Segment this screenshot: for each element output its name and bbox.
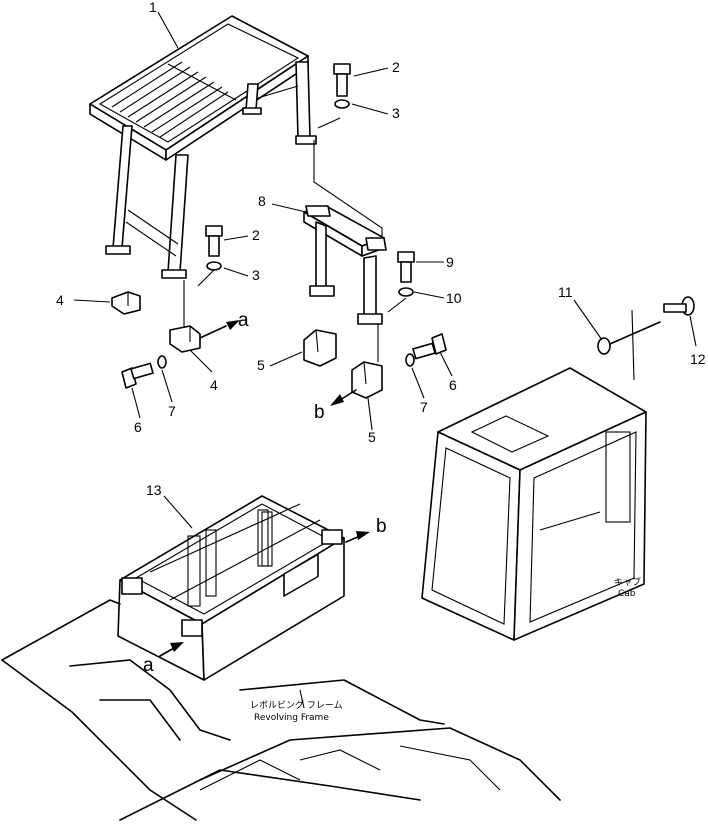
callout-8: 8: [258, 193, 266, 209]
callout-9: 9: [446, 254, 454, 270]
marker-b-lower: b: [376, 516, 387, 537]
cab-label-en: Cab: [618, 589, 636, 599]
bolt-part-2-lower: [205, 225, 223, 257]
washer-part-3-lower: [206, 261, 222, 271]
bracket-part-5-center: [351, 361, 383, 399]
revolving-frame: [1, 599, 561, 821]
callout-3-lower: 3: [252, 267, 260, 283]
bolt-part-6-right: [412, 333, 447, 360]
callout-numbers: 1 2 3 2 3 4 4 5 5 6 6 7 7 8 9 10 11 12 1…: [56, 0, 706, 498]
callout-2-lower: 2: [252, 227, 260, 243]
marker-a-upper: a: [238, 310, 249, 331]
bracket-part-4-left: [111, 291, 141, 315]
callout-6-right: 6: [449, 377, 457, 393]
cab-label-jp: キャブ: [614, 576, 641, 588]
callout-6-left: 6: [134, 419, 142, 435]
marker-a-lower: a: [143, 655, 154, 676]
callout-4-left: 4: [56, 292, 64, 308]
step-platform-part-1: [89, 15, 317, 279]
connection-markers: a b b a: [143, 310, 387, 676]
callout-13: 13: [146, 482, 162, 498]
cab-illustration: [421, 367, 647, 641]
bolt-part-6-left: [121, 362, 154, 389]
callout-2-upper: 2: [392, 59, 400, 75]
callout-5-center: 5: [368, 429, 376, 445]
callout-1: 1: [149, 0, 157, 15]
callout-10: 10: [446, 290, 462, 306]
callout-12: 12: [690, 351, 706, 367]
callout-4-center: 4: [210, 377, 218, 393]
callout-7-left: 7: [168, 403, 176, 419]
base-frame-part-13: [117, 495, 345, 681]
washer-part-7-right: [405, 353, 415, 367]
revolving-frame-label-jp: レボルビング フレーム: [250, 699, 343, 711]
bolt-part-2-upper: [333, 63, 351, 97]
callout-7-right: 7: [420, 399, 428, 415]
captions: キャブ Cab レボルビング フレーム Revolving Frame: [250, 576, 641, 723]
support-bracket-part-8: [303, 205, 387, 325]
washer-part-7-left: [157, 355, 167, 369]
revolving-frame-label-en: Revolving Frame: [254, 713, 329, 723]
assembly-lines: [183, 117, 407, 362]
bolt-part-9: [397, 251, 415, 283]
washer-part-3-upper: [334, 99, 350, 109]
leader-lines: [73, 11, 697, 709]
callout-11: 11: [558, 284, 573, 300]
callout-5-left: 5: [257, 357, 265, 373]
callout-3-upper: 3: [392, 105, 400, 121]
bracket-part-5-left: [303, 329, 337, 367]
bracket-part-4-center: [169, 325, 201, 353]
marker-b-upper: b: [314, 402, 325, 423]
washer-part-10: [398, 287, 414, 297]
pin-assembly-part-11: [597, 309, 661, 381]
bolt-part-12: [663, 296, 695, 316]
